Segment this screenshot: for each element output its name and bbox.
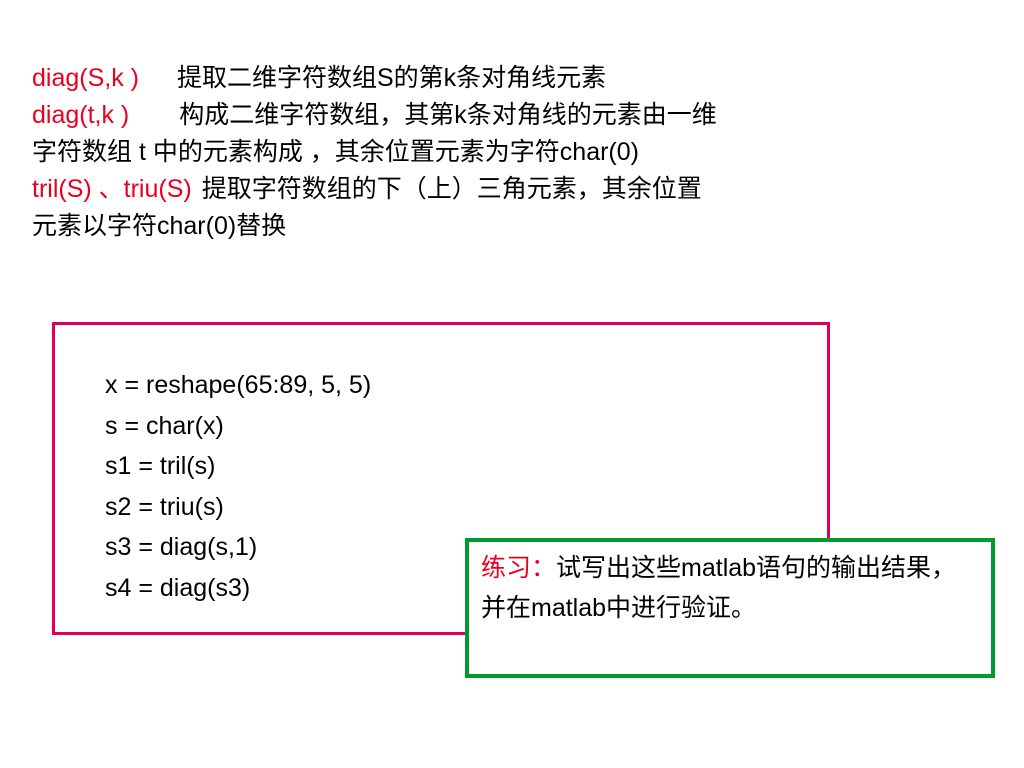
exercise-box: 练习：试写出这些matlab语句的输出结果，并在matlab中进行验证。: [465, 538, 995, 678]
code-box: x = reshape(65:89, 5, 5) s = char(x) s1 …: [52, 322, 830, 635]
exercise-label: 练习：: [481, 554, 557, 582]
tril-description-2: 元素以字符char(0)替换: [32, 212, 287, 240]
code-line: s2 = triu(s): [105, 492, 224, 521]
diag-S-line: diag(S,k ) 提取二维字符数组S的第k条对角线元素: [32, 60, 982, 97]
tril-description-1: 提取字符数组的下（上）三角元素，其余位置: [201, 175, 702, 203]
diag-t-description-1: 构成二维字符数组，其第k条对角线的元素由一维: [179, 101, 717, 129]
diag-t-function: diag(t,k ): [32, 101, 130, 129]
tril-triu-function: tril(S) 、triu(S): [32, 175, 192, 203]
diag-S-description: 提取二维字符数组S的第k条对角线元素: [176, 64, 607, 92]
code-line: s1 = tril(s): [105, 452, 216, 480]
exercise-text: 试写出这些matlab语句的输出结果，并在matlab中进行验证。: [481, 554, 957, 622]
code-line: s3 = diag(s,1): [105, 533, 258, 561]
function-descriptions: diag(S,k ) 提取二维字符数组S的第k条对角线元素 diag(t,k ) 构…: [32, 60, 982, 245]
code-line: x = reshape(65:89, 5, 5): [105, 371, 372, 399]
diag-t-description-2: 字符数组 t 中的元素构成 ，其余位置元素为字符char(0): [32, 138, 639, 166]
code-line: s = char(x): [105, 411, 224, 440]
code-lines: x = reshape(65:89, 5, 5) s = char(x) s1 …: [105, 365, 371, 608]
diag-t-line: diag(t,k ) 构成二维字符数组，其第k条对角线的元素由一维: [32, 97, 982, 134]
tril-line: tril(S) 、triu(S) 提取字符数组的下（上）三角元素，其余位置: [32, 171, 982, 208]
diag-S-function: diag(S,k ): [32, 64, 139, 92]
code-line: s4 = diag(s3): [105, 573, 251, 602]
